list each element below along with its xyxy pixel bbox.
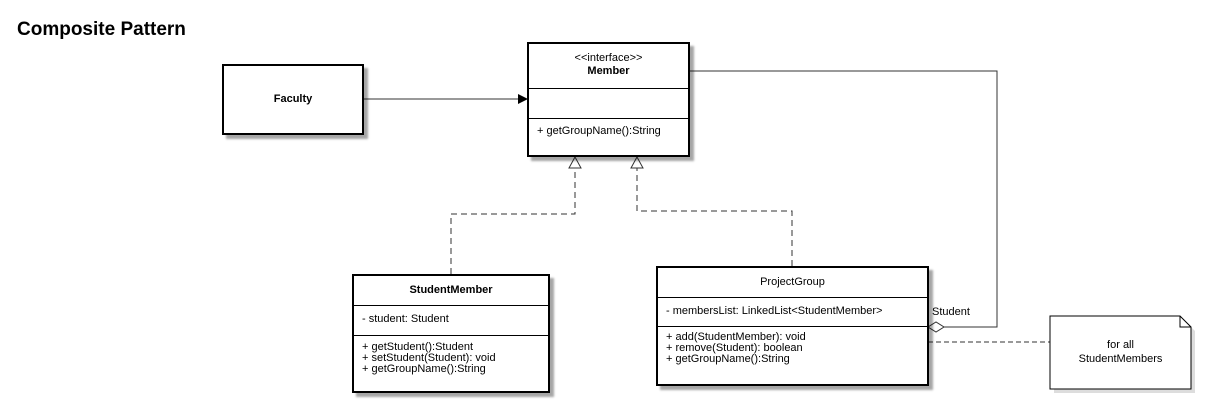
diagram-title: Composite Pattern [17,19,186,40]
projectgroup-method: + add(StudentMember): void [666,331,806,343]
member-name: Member [587,65,630,77]
studentmember-class[interactable]: StudentMember - student: Student + getSt… [352,274,550,393]
member-method: + getGroupName():String [537,125,661,137]
studentmember-method: + getGroupName():String [362,363,486,375]
hollow-triangle-icon [568,155,582,169]
aggregation-line [689,70,998,328]
note-line: for all [1107,339,1134,351]
studentmember-attributes: - student: Student [354,306,548,336]
arrowhead-icon [518,94,528,104]
note-line: StudentMembers [1078,353,1163,365]
member-attributes [529,89,688,119]
studentmember-methods: + getStudent():Student + setStudent(Stud… [354,336,548,375]
projectgroup-methods: + add(StudentMember): void + remove(Stud… [658,327,927,365]
faculty-name: Faculty [273,93,313,105]
projectgroup-name: ProjectGroup [658,268,927,298]
studentmember-attribute: - student: Student [362,313,449,325]
aggregation-label: Student [932,306,970,318]
member-stereotype: <<interface>> [574,52,643,64]
studentmember-method: + getStudent():Student [362,341,473,353]
projectgroup-method: + remove(Student): boolean [666,342,803,354]
hollow-triangle-icon [630,155,644,169]
realization-line-studentmember [450,168,576,274]
projectgroup-method: + getGroupName():String [666,353,790,365]
studentmember-name: StudentMember [354,276,548,306]
studentmember-method: + setStudent(Student): void [362,352,496,364]
realization-line-projectgroup [636,168,793,266]
projectgroup-class[interactable]: ProjectGroup - membersList: LinkedList<S… [656,266,929,386]
member-header: <<interface>> Member [529,44,688,89]
projectgroup-attribute: - membersList: LinkedList<StudentMember> [666,305,883,317]
projectgroup-attributes: - membersList: LinkedList<StudentMember> [658,298,927,327]
note: for all StudentMembers [1050,316,1191,389]
member-methods: + getGroupName():String [529,119,688,137]
member-class[interactable]: <<interface>> Member + getGroupName():St… [527,42,690,157]
note-shape [1049,315,1195,393]
aggregation-diamond-icon [927,321,945,333]
faculty-class[interactable]: Faculty [222,64,364,135]
